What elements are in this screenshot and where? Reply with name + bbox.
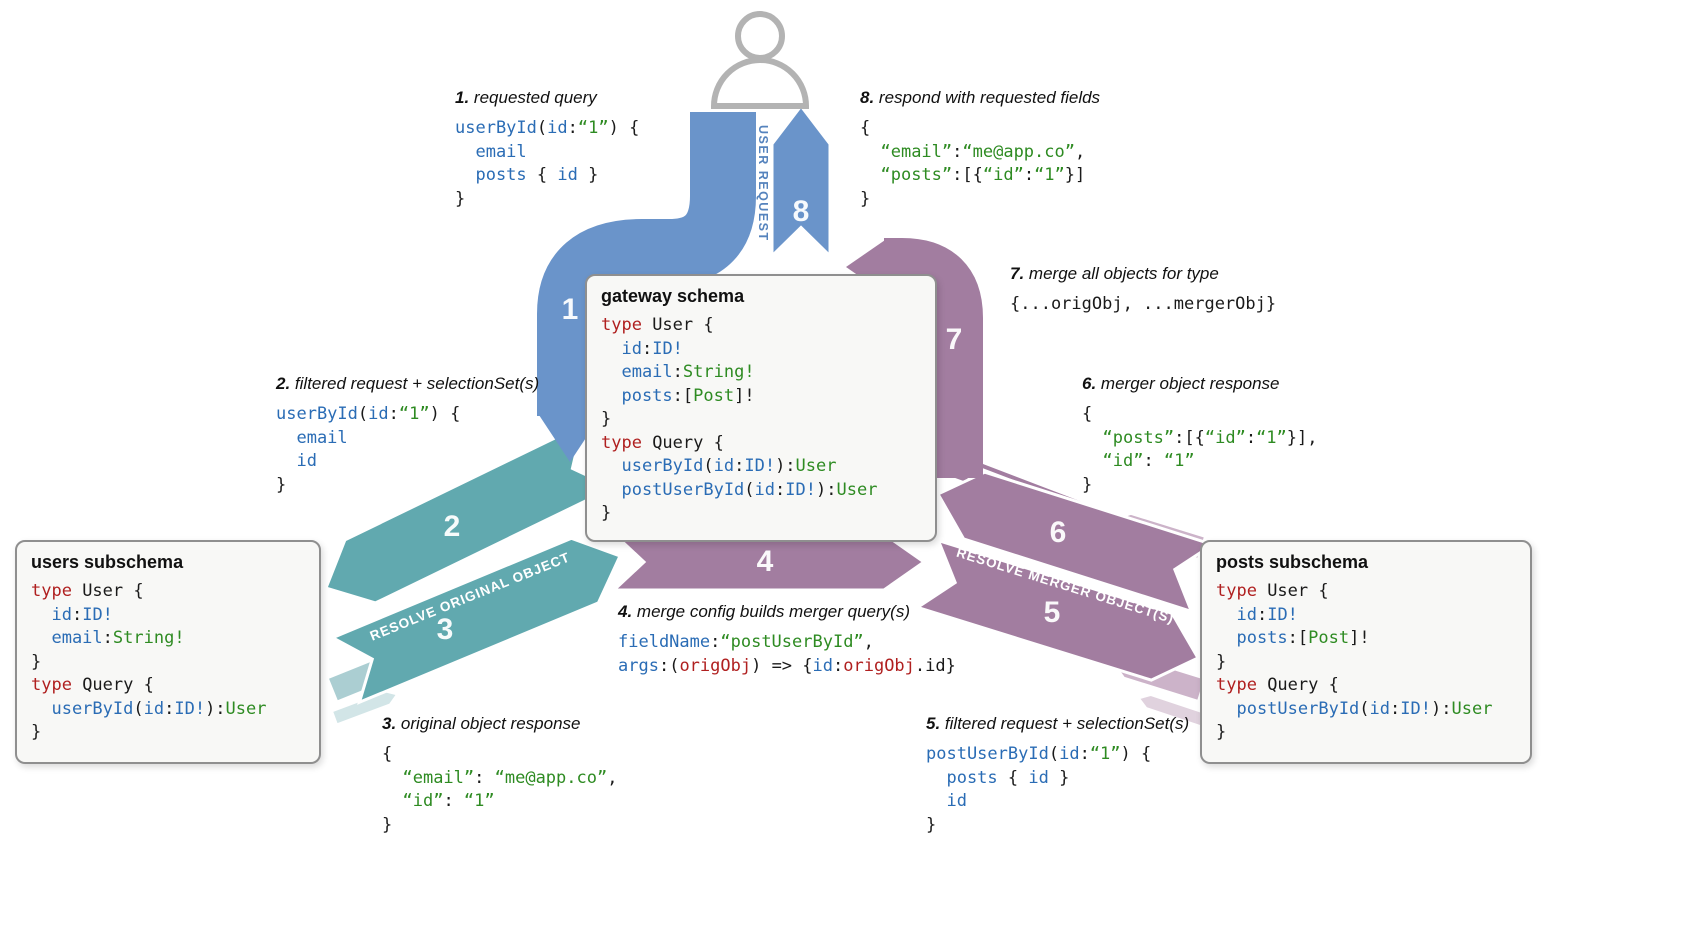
arrow-7-band xyxy=(884,238,983,478)
step-3-original-response: 3. original object response { “email”: “… xyxy=(382,714,617,837)
person-icon xyxy=(710,11,810,109)
step-3-code: { “email”: “me@app.co”, “id”: “1”} xyxy=(382,744,618,835)
step-6-merger-response: 6. merger object response { “posts”:[{“i… xyxy=(1082,374,1318,497)
arrow-number-5: 5 xyxy=(1043,596,1061,629)
step-1-header: 1. requested query xyxy=(455,88,597,107)
users-subschema-code: type User { id:ID! email:String!}type Qu… xyxy=(31,581,267,742)
gateway-schema-code: type User { id:ID! email:String! posts:[… xyxy=(601,315,878,523)
step-7-header: 7. merge all objects for type xyxy=(1010,264,1219,283)
posts-subschema-title: posts subschema xyxy=(1216,552,1369,572)
step-5-filtered-request: 5. filtered request + selectionSet(s) po… xyxy=(926,714,1189,837)
arrow-number-4: 4 xyxy=(756,545,774,578)
posts-subschema-code: type User { id:ID! posts:[Post]!}type Qu… xyxy=(1216,581,1493,742)
step-8-header: 8. respond with requested fields xyxy=(860,88,1101,107)
step-8-code: { “email”:“me@app.co”, “posts”:[{“id”:“1… xyxy=(860,118,1086,209)
arrow-number-8: 8 xyxy=(792,195,810,228)
step-2-filtered-request: 2. filtered request + selectionSet(s) us… xyxy=(276,374,539,497)
arrow-number-1: 1 xyxy=(561,293,579,326)
person-head-icon xyxy=(735,11,785,61)
arrow-6-band xyxy=(935,470,1217,614)
pale-teal-stripe xyxy=(329,689,401,727)
arrow-number-3: 3 xyxy=(436,613,454,646)
step-1-code: userById(id:“1”) { email posts { id }} xyxy=(455,118,640,209)
arrow-3-band xyxy=(329,536,623,705)
arrow-number-2: 2 xyxy=(443,510,461,543)
posts-subschema-box: posts subschema type User { id:ID! posts… xyxy=(1200,540,1532,764)
step-7-merge-objects: 7. merge all objects for type {...origOb… xyxy=(1010,264,1276,317)
step-8-respond: 8. respond with requested fields { “emai… xyxy=(860,88,1100,211)
step-2-code: userById(id:“1”) { email id} xyxy=(276,404,461,495)
step-5-code: postUserById(id:“1”) { posts { id } id} xyxy=(926,744,1152,835)
arrow-number-6: 6 xyxy=(1049,516,1067,549)
step-4-header: 4. merge config builds merger query(s) xyxy=(618,602,910,621)
person-body-icon xyxy=(710,57,810,109)
users-subschema-title: users subschema xyxy=(31,552,184,572)
users-subschema-box: users subschema type User { id:ID! email… xyxy=(15,540,321,764)
step-4-code: fieldName:“postUserById”,args:(origObj) … xyxy=(618,632,956,676)
step-7-code: {...origObj, ...mergerObj} xyxy=(1010,294,1277,314)
gateway-schema-title: gateway schema xyxy=(601,286,745,306)
arrow-1-band xyxy=(537,112,756,416)
arrow-5-band xyxy=(914,538,1201,682)
gateway-schema-box: gateway schema type User { id:ID! email:… xyxy=(585,274,937,542)
step-6-header: 6. merger object response xyxy=(1082,374,1280,393)
user-request-flow-label: USER REQUEST xyxy=(756,124,770,242)
step-6-code: { “posts”:[{“id”:“1”}], “id”: “1”} xyxy=(1082,404,1318,495)
step-5-header: 5. filtered request + selectionSet(s) xyxy=(926,714,1190,733)
arrow-8-band xyxy=(770,103,832,260)
step-3-header: 3. original object response xyxy=(382,714,581,733)
step-2-header: 2. filtered request + selectionSet(s) xyxy=(276,374,540,393)
step-1-requested-query: 1. requested query userById(id:“1”) { em… xyxy=(455,88,639,211)
step-4-merge-config: 4. merge config builds merger query(s) f… xyxy=(618,602,956,678)
arrow-number-7: 7 xyxy=(945,323,963,356)
arrow-2-band xyxy=(324,421,617,605)
